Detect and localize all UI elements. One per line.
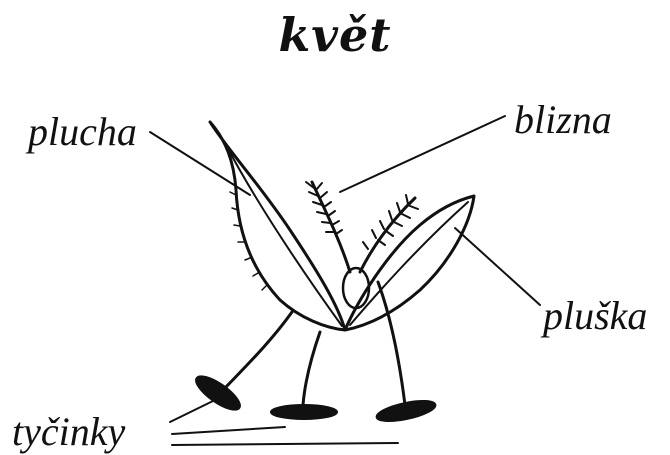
- filament-right: [378, 282, 405, 405]
- label-pluska: pluška: [543, 292, 647, 339]
- leader-pluska: [455, 228, 540, 305]
- label-tycinky: tyčinky: [12, 408, 125, 455]
- filament-middle: [303, 332, 320, 405]
- label-blizna: blizna: [514, 96, 612, 143]
- pluska-inner: [350, 202, 468, 325]
- leader-blizna: [340, 116, 505, 192]
- anther-middle: [271, 405, 337, 419]
- ovary: [343, 268, 369, 308]
- stigma-left-feathers: [306, 182, 342, 234]
- leader-tycinky-2: [172, 427, 285, 434]
- leader-tycinky-1: [170, 400, 215, 422]
- label-plucha: plucha: [28, 108, 137, 155]
- filament-left: [225, 312, 292, 388]
- leader-tycinky-3: [172, 443, 398, 445]
